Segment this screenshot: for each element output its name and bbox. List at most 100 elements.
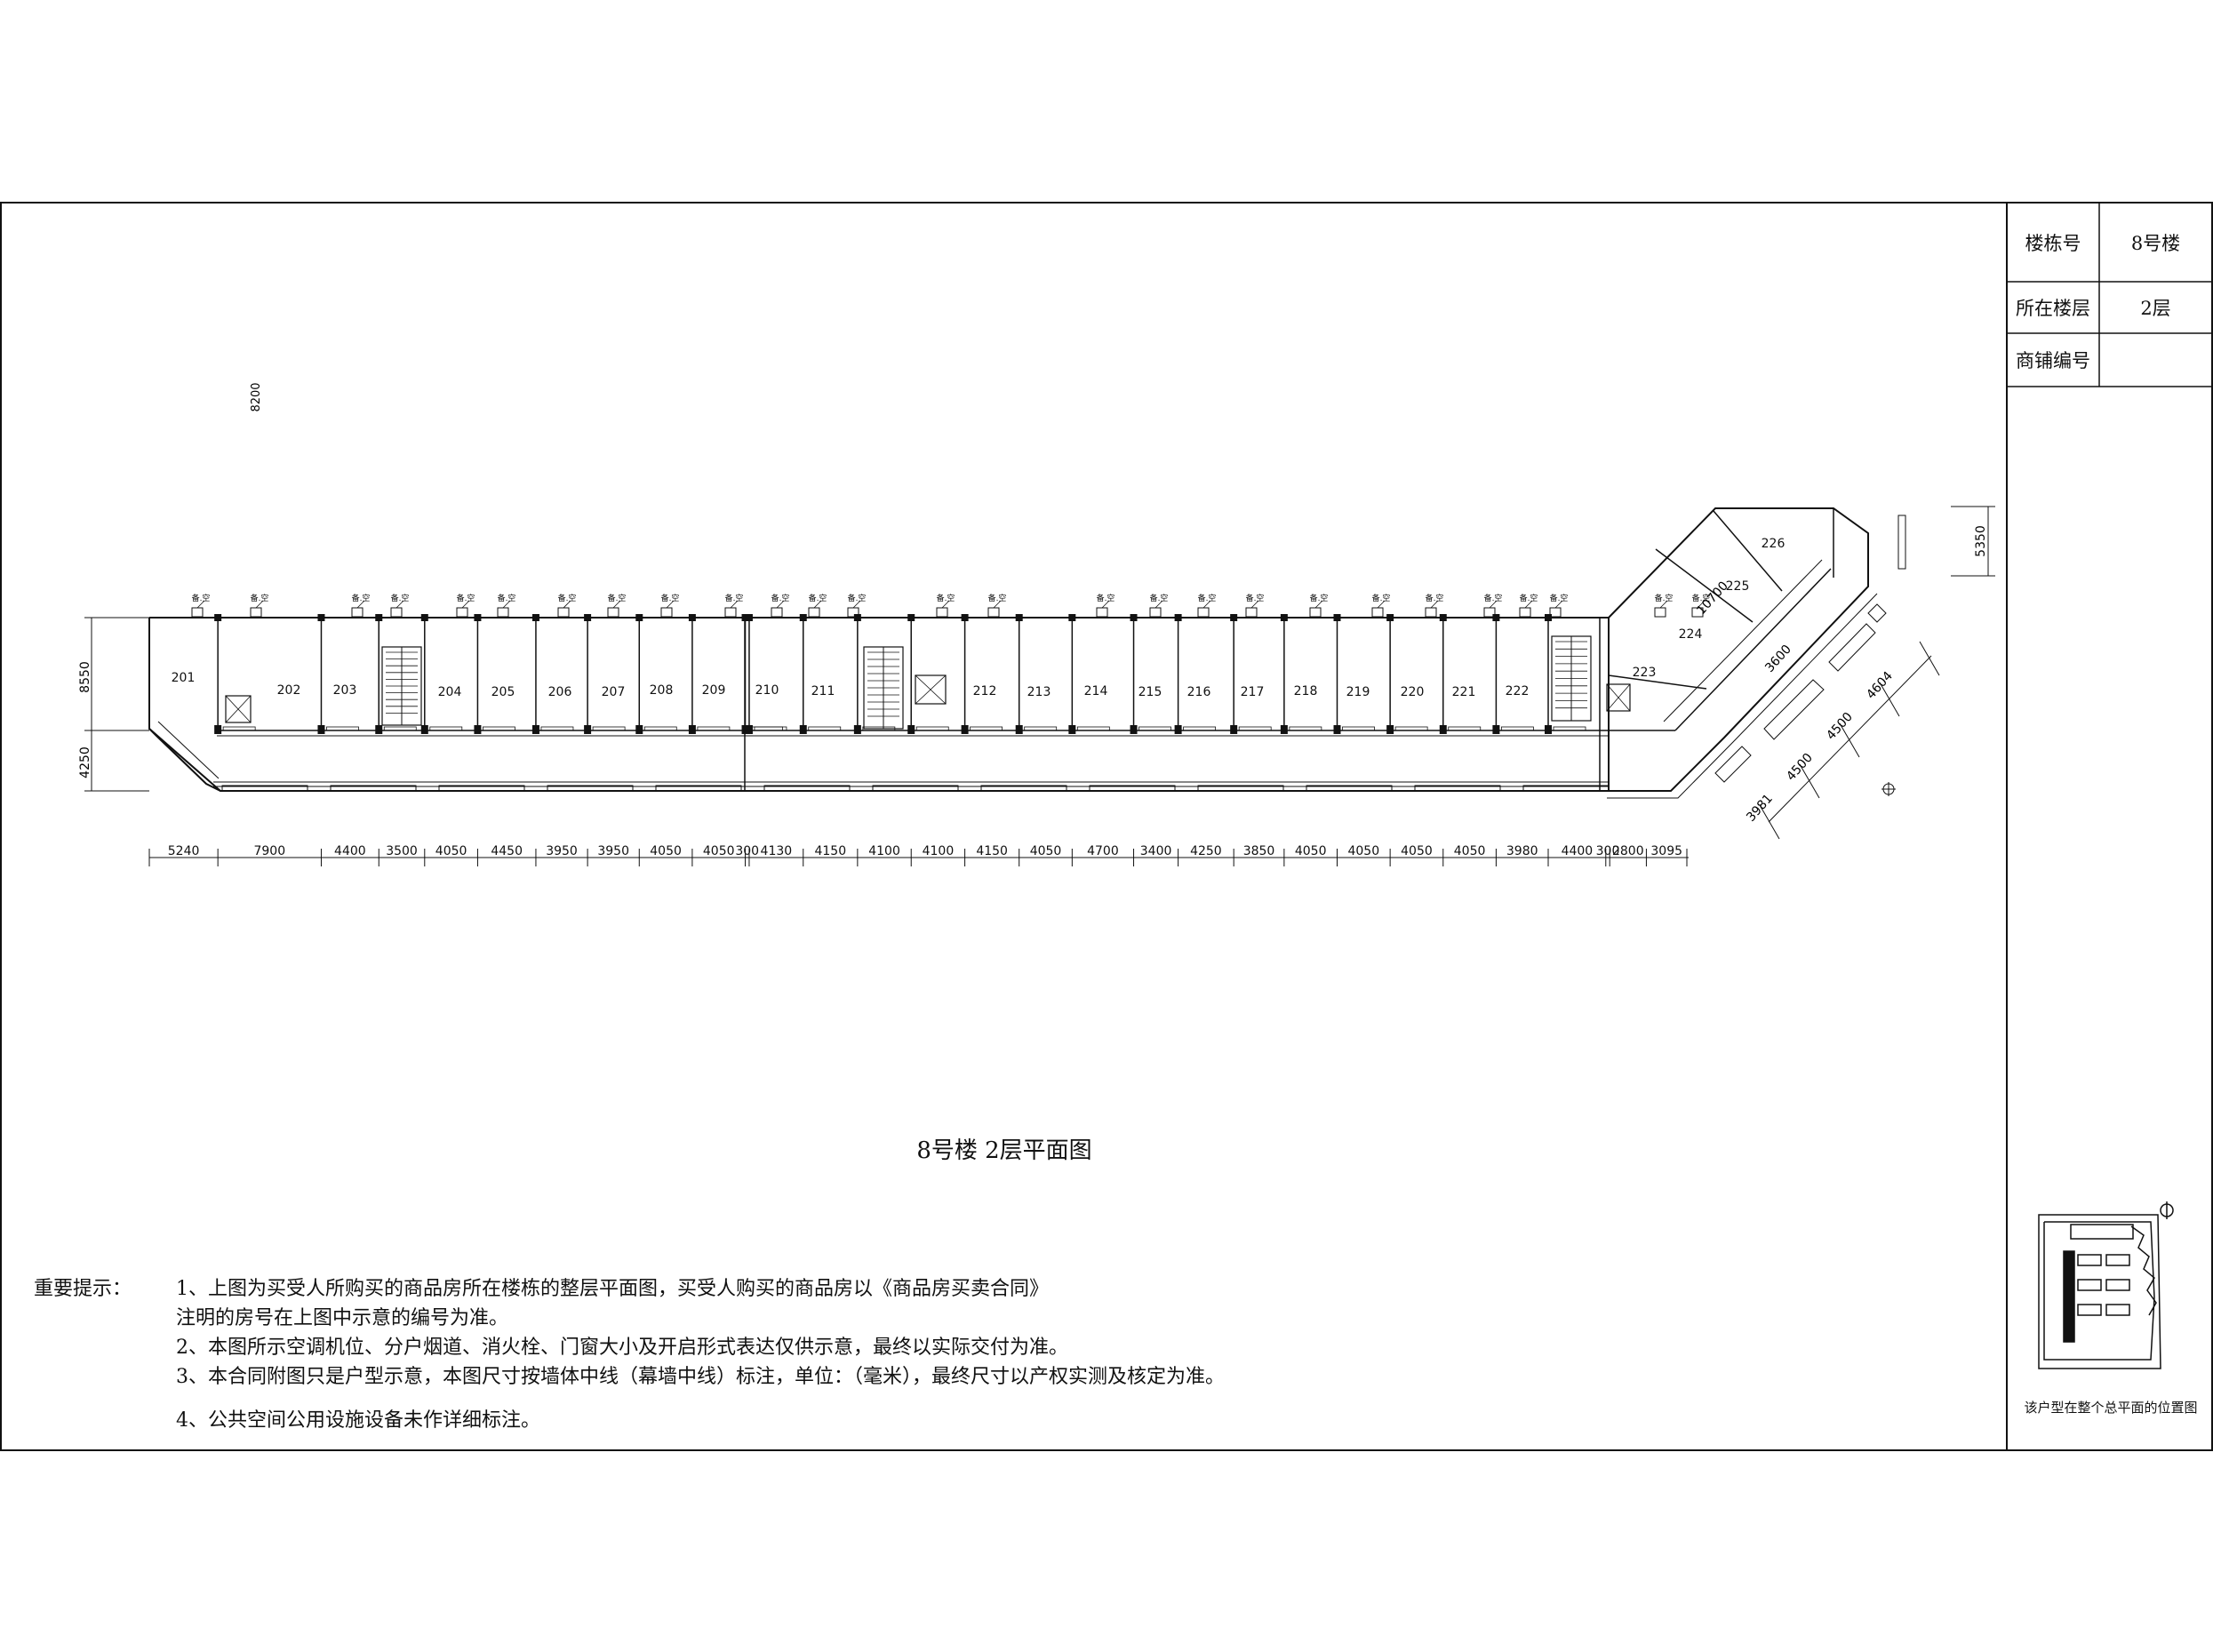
ac-tag-label: 备.空 <box>352 593 371 603</box>
column <box>214 725 222 734</box>
ac-tag-label: 备.空 <box>192 593 211 603</box>
ac-unit-icon <box>557 607 570 618</box>
column <box>1544 725 1552 734</box>
room-number-216: 216 <box>1187 685 1211 699</box>
leader-line <box>1430 600 1439 609</box>
leader-line <box>941 600 950 609</box>
column <box>907 614 915 621</box>
outer-wall <box>148 728 221 792</box>
column <box>531 614 539 621</box>
room-number-224: 224 <box>1679 627 1703 642</box>
dimension-label-bottom: 3095 <box>1650 844 1682 858</box>
window <box>1089 785 1176 792</box>
dimension-label-bottom: 4050 <box>1295 844 1327 858</box>
ac-tag-label: 备.空 <box>1372 593 1391 603</box>
site-location-plan <box>2038 1201 2174 1369</box>
dimension-label-bottom: 4130 <box>761 844 793 858</box>
shopfront-door <box>326 726 359 731</box>
shopfront-door <box>1500 726 1534 731</box>
room-number-210: 210 <box>755 683 779 698</box>
dimension-tick <box>1759 804 1780 840</box>
shopfront-door <box>1448 726 1482 731</box>
dimension-label-bottom: 300 <box>735 844 759 858</box>
shopfront-door <box>540 726 574 731</box>
leader-line <box>1202 600 1211 609</box>
column <box>1386 614 1394 621</box>
leader-line <box>776 600 785 609</box>
ac-unit-icon <box>724 607 737 618</box>
column <box>853 725 861 734</box>
dimension-label-bottom: 4400 <box>1562 844 1594 858</box>
dimension-label-bottom: 4050 <box>1347 844 1379 858</box>
column <box>1230 725 1238 734</box>
shopfront-door <box>1553 726 1586 731</box>
window <box>980 785 1067 792</box>
dimension-label-bottom: 4050 <box>1454 844 1486 858</box>
ac-unit-icon <box>351 607 364 618</box>
title-block-value-building: 8号楼 <box>2130 232 2181 254</box>
ac-unit-icon <box>1197 607 1210 618</box>
column <box>1068 725 1076 734</box>
room-number-212: 212 <box>973 684 997 698</box>
shopfront-door <box>862 726 896 731</box>
notes-label: 重要提示： <box>34 1278 132 1300</box>
ac-unit-icon <box>771 607 783 618</box>
room-number-205: 205 <box>491 685 515 699</box>
room-number-203: 203 <box>333 683 357 698</box>
shopfront-door <box>915 726 949 731</box>
room-number-222: 222 <box>1506 684 1530 698</box>
dimension-line <box>1768 655 1932 823</box>
room-number-204: 204 <box>438 685 462 699</box>
dimension-label-left-upper: 8550 <box>78 661 92 693</box>
room-number-221: 221 <box>1452 685 1476 699</box>
angled-wing-outline <box>1608 507 1869 792</box>
curtain-wall <box>1607 593 1878 799</box>
ac-tag-label: 备.空 <box>558 593 577 603</box>
shopfront-door <box>754 726 787 731</box>
ac-tag-label: 备.空 <box>1198 593 1217 603</box>
room-number-201: 201 <box>172 671 196 685</box>
shopfront-door <box>383 726 417 731</box>
ac-tag-label: 备.空 <box>1692 593 1711 603</box>
ac-unit-icon <box>250 607 262 618</box>
ac-unit-icon <box>607 607 619 618</box>
column <box>1015 725 1023 734</box>
window <box>1197 785 1284 792</box>
ac-unit-icon <box>660 607 673 618</box>
ac-tag-label: 备.空 <box>725 593 744 603</box>
column <box>635 614 643 621</box>
balcony-rail <box>1714 746 1752 783</box>
leader-line <box>813 600 822 609</box>
ac-tag-label: 备.空 <box>457 593 475 603</box>
ac-tag-label: 备.空 <box>661 593 680 603</box>
leader-line <box>1659 600 1668 609</box>
dimension-label-bottom: 4150 <box>976 844 1008 858</box>
ac-tag-label: 备.空 <box>498 593 516 603</box>
column <box>531 725 539 734</box>
window <box>221 785 308 792</box>
shopfront-door <box>429 726 463 731</box>
dimension-label-bottom: 4050 <box>1401 844 1433 858</box>
column <box>214 614 222 621</box>
ac-unit-icon <box>936 607 948 618</box>
ac-unit-icon <box>1371 607 1384 618</box>
ac-tag-label: 备.空 <box>809 593 827 603</box>
ac-tag-label: 备.空 <box>1484 593 1503 603</box>
column <box>1439 725 1447 734</box>
column <box>635 725 643 734</box>
leader-line <box>1697 600 1706 609</box>
column <box>375 614 383 621</box>
ac-unit-icon <box>808 607 820 618</box>
room-wall <box>1655 548 1754 623</box>
window <box>872 785 959 792</box>
leader-line <box>356 600 365 609</box>
note-line: 4、公共空间公用设施设备未作详细标注。 <box>176 1409 540 1432</box>
leader-line <box>1554 600 1563 609</box>
room-number-217: 217 <box>1241 685 1265 699</box>
column <box>1386 725 1394 734</box>
dimension-label-bottom: 4400 <box>334 844 366 858</box>
leader-line <box>196 600 205 609</box>
ac-unit-icon <box>1519 607 1531 618</box>
